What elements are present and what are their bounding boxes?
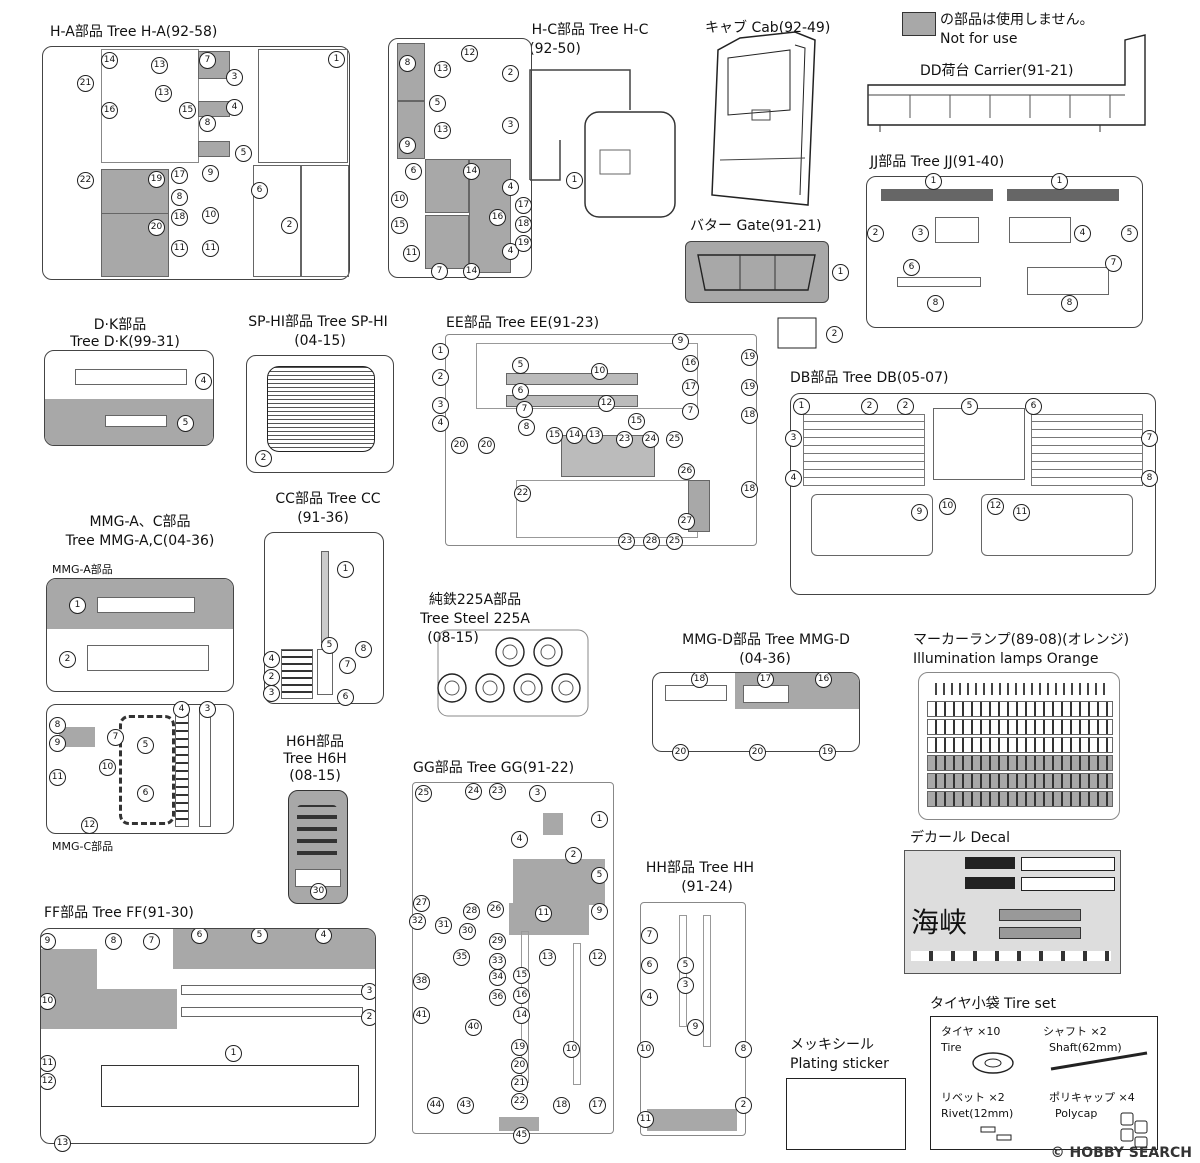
ff-frame: 9 8 7 6 5 4 10 3 2 1 11 12 [40, 928, 376, 1144]
hc-part-1: 1 [566, 172, 583, 189]
mmgac-title-1: MMG-A、C部品 [89, 514, 191, 530]
polycap-en: Polycap [1055, 1107, 1098, 1120]
gg-frame: 25 24 23 3 1 4 2 5 11 9 27 28 26 32 31 3… [409, 782, 614, 1144]
plating-sticker-box [786, 1078, 906, 1150]
h6h-title-3: (08-15) [289, 768, 341, 784]
db-frame: 1 2 2 5 6 3 7 4 8 9 10 12 11 [785, 393, 1158, 595]
h6h-title-2: Tree H6H [283, 751, 347, 767]
ff-title: FF部品 Tree FF(91-30) [44, 905, 194, 921]
steel-title-1: 純鉄225A部品 [428, 592, 522, 608]
rivet-en: Rivet(12mm) [941, 1107, 1014, 1120]
dk-title-1: D·K部品 [93, 317, 147, 333]
h6h-frame: 30 [288, 790, 348, 904]
cc-frame: 1 8 4 5 7 2 3 6 [263, 532, 384, 706]
gate-part-2: 2 [826, 326, 843, 343]
tree-hc-frame: 12 8 13 2 5 9 13 3 6 14 4 10 16 17 18 15… [388, 38, 532, 280]
mmgc-frame: 8 9 7 5 10 6 11 12 4 3 [46, 701, 234, 834]
mmgc-sub-label: MMG-C部品 [52, 840, 114, 853]
tireset-title: タイヤ小袋 Tire set [930, 996, 1056, 1012]
cc-title-1: CC部品 Tree CC [275, 491, 381, 507]
dd-title: DD荷台 Carrier(91-21) [920, 63, 1074, 79]
mmgd-frame: 18 17 16 [652, 672, 860, 752]
ee-frame: 1 9 2 5 16 19 10 6 17 19 3 12 7 7 18 4 8… [432, 333, 758, 550]
jj-frame: 1 1 2 3 4 5 6 7 8 8 [866, 173, 1143, 328]
sphi-title-1: SP-HI部品 Tree SP-HI [248, 314, 388, 330]
gate-title: バター Gate(91-21) [690, 218, 822, 234]
mmga-frame: 1 2 [46, 578, 234, 692]
tire-jp: タイヤ ×10 [941, 1025, 1001, 1038]
mmgd-part-19: 19 [819, 744, 836, 761]
ee-title: EE部品 Tree EE(91-23) [446, 315, 600, 331]
cc-title-2: (91-36) [297, 510, 349, 526]
legend-line-1: の部品は使用しません。 [940, 12, 1094, 28]
jj-title: JJ部品 Tree JJ(91-40) [870, 154, 1005, 170]
hh-frame: 7 6 5 3 4 9 10 8 2 11 [637, 902, 752, 1136]
gg-title: GG部品 Tree GG(91-22) [413, 760, 575, 776]
tire-en: Tire [941, 1041, 962, 1054]
legend-line-2: Not for use [940, 31, 1018, 47]
steel-title-2: Tree Steel 225A [420, 611, 530, 627]
ff-part-13: 13 [54, 1135, 71, 1152]
marker-title-2: Illumination lamps Orange [913, 651, 1099, 667]
plating-title-2: Plating sticker [790, 1056, 889, 1072]
h6h-title-1: H6H部品 [286, 734, 344, 750]
decal-title: デカール Decal [910, 830, 1011, 846]
sphi-frame: 2 [246, 355, 394, 473]
plating-title-1: メッキシール [790, 1037, 874, 1053]
cab-title: キャブ Cab(92-49) [705, 20, 831, 36]
decal-sheet: 海峡 [904, 850, 1121, 974]
tireset-drawings [972, 1051, 1148, 1148]
marker-frame [918, 672, 1120, 820]
mmgd-title-2: (04-36) [739, 651, 791, 667]
mmgd-part-20a: 20 [672, 744, 689, 761]
polycap-jp: ポリキャップ ×4 [1049, 1091, 1135, 1104]
tree-hc-title-2: (92-50) [529, 41, 581, 57]
mmgac-title-2: Tree MMG-A,C(04-36) [65, 533, 215, 549]
mmgd-title-1: MMG-D部品 Tree MMG-D [682, 632, 850, 648]
tireset-box: タイヤ ×10 Tire シャフト ×2 Shaft(62mm) リベット ×2… [930, 1016, 1158, 1150]
marker-title-1: マーカーランプ(89-08)(オレンジ) [913, 632, 1130, 648]
shaft-en: Shaft(62mm) [1049, 1041, 1122, 1054]
decal-kanji: 海峡 [911, 906, 968, 939]
mmgd-part-20b: 20 [749, 744, 766, 761]
db-title: DB部品 Tree DB(05-07) [790, 370, 949, 386]
not-for-use-swatch [902, 12, 936, 36]
shaft-jp: シャフト ×2 [1043, 1025, 1107, 1038]
watermark: © HOBBY SEARCH [1050, 1145, 1192, 1161]
tree-ha-title: H-A部品 Tree H-A(92-58) [50, 24, 218, 40]
gate-panel [685, 241, 829, 303]
rivet-jp: リベット ×2 [941, 1091, 1005, 1104]
tree-ha-frame: 1 21 14 13 7 3 13 16 15 4 8 5 22 19 17 9… [42, 46, 350, 280]
dk-title-2: Tree D·K(99-31) [70, 334, 180, 350]
hh-title-2: (91-24) [681, 879, 733, 895]
mmga-sub-label: MMG-A部品 [52, 563, 113, 576]
sphi-title-2: (04-15) [294, 333, 346, 349]
dk-frame: 4 5 [44, 350, 214, 446]
hh-title-1: HH部品 Tree HH [645, 860, 755, 876]
gate-part-1: 1 [832, 264, 849, 281]
tree-hc-title-1: H-C部品 Tree H-C [531, 22, 649, 38]
